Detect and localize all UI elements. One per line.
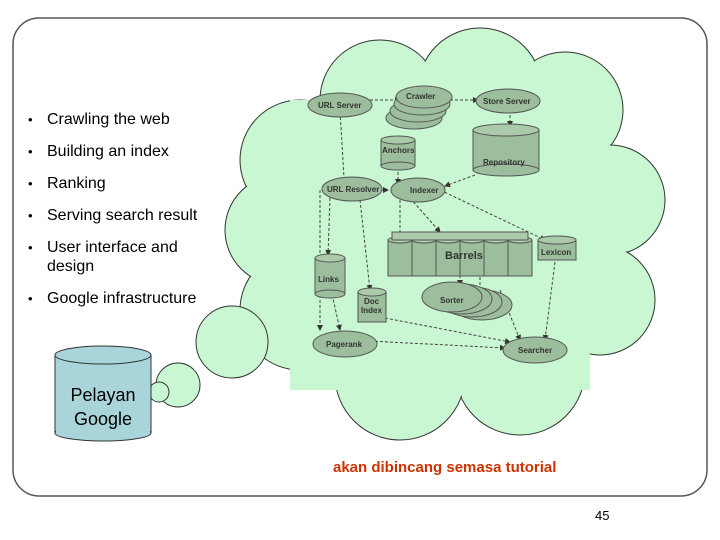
topic-label-line2: design: [47, 258, 95, 275]
topic-label: Google infrastructure: [47, 290, 197, 307]
node-lexicon: Lexicon: [541, 248, 571, 257]
topic-item: Serving search result: [28, 206, 197, 225]
topic-label: Crawling the web: [47, 111, 170, 128]
google-server-database: [54, 345, 152, 442]
page-number: 45: [595, 508, 609, 523]
topic-label: Serving search result: [47, 207, 198, 224]
topic-label: Ranking: [47, 175, 106, 192]
node-indexer: Indexer: [410, 186, 438, 195]
node-barrels-group: [387, 231, 533, 277]
topic-list: Crawling the web Building an index Ranki…: [28, 110, 197, 308]
node-anchors: Anchors: [382, 146, 415, 155]
topic-label-line1: User interface and: [47, 239, 178, 256]
node-doc-index-line2: Index: [361, 306, 382, 315]
topic-item: Crawling the web: [28, 110, 197, 129]
topic-item: User interface and design: [28, 238, 197, 276]
node-links: Links: [318, 275, 339, 284]
google-architecture-diagram: URL Server Crawler Store Server Anchors …: [307, 85, 577, 364]
topic-item: Ranking: [28, 174, 197, 193]
node-searcher: Searcher: [518, 346, 552, 355]
node-store-server: Store Server: [483, 97, 531, 106]
node-barrels: Barrels: [445, 250, 483, 262]
tutorial-note: akan dibincang semasa tutorial: [333, 459, 556, 476]
node-url-resolver: URL Resolver: [327, 185, 379, 194]
topic-label: Building an index: [47, 143, 169, 160]
topic-item: Google infrastructure: [28, 289, 197, 308]
node-url-server: URL Server: [318, 101, 361, 110]
slide-frame: [12, 17, 708, 497]
database-label-line2: Google: [74, 409, 132, 429]
thought-bubble-large: [195, 305, 269, 379]
node-repository: Repository: [483, 158, 525, 167]
database-label-line1: Pelayan: [70, 385, 135, 405]
topic-item: Building an index: [28, 142, 197, 161]
node-pagerank: Pagerank: [326, 340, 363, 349]
node-sorter: Sorter: [440, 296, 464, 305]
node-crawler: Crawler: [406, 92, 435, 101]
node-doc-index-line1: Doc: [364, 297, 380, 306]
thought-bubble-small: [148, 381, 170, 403]
